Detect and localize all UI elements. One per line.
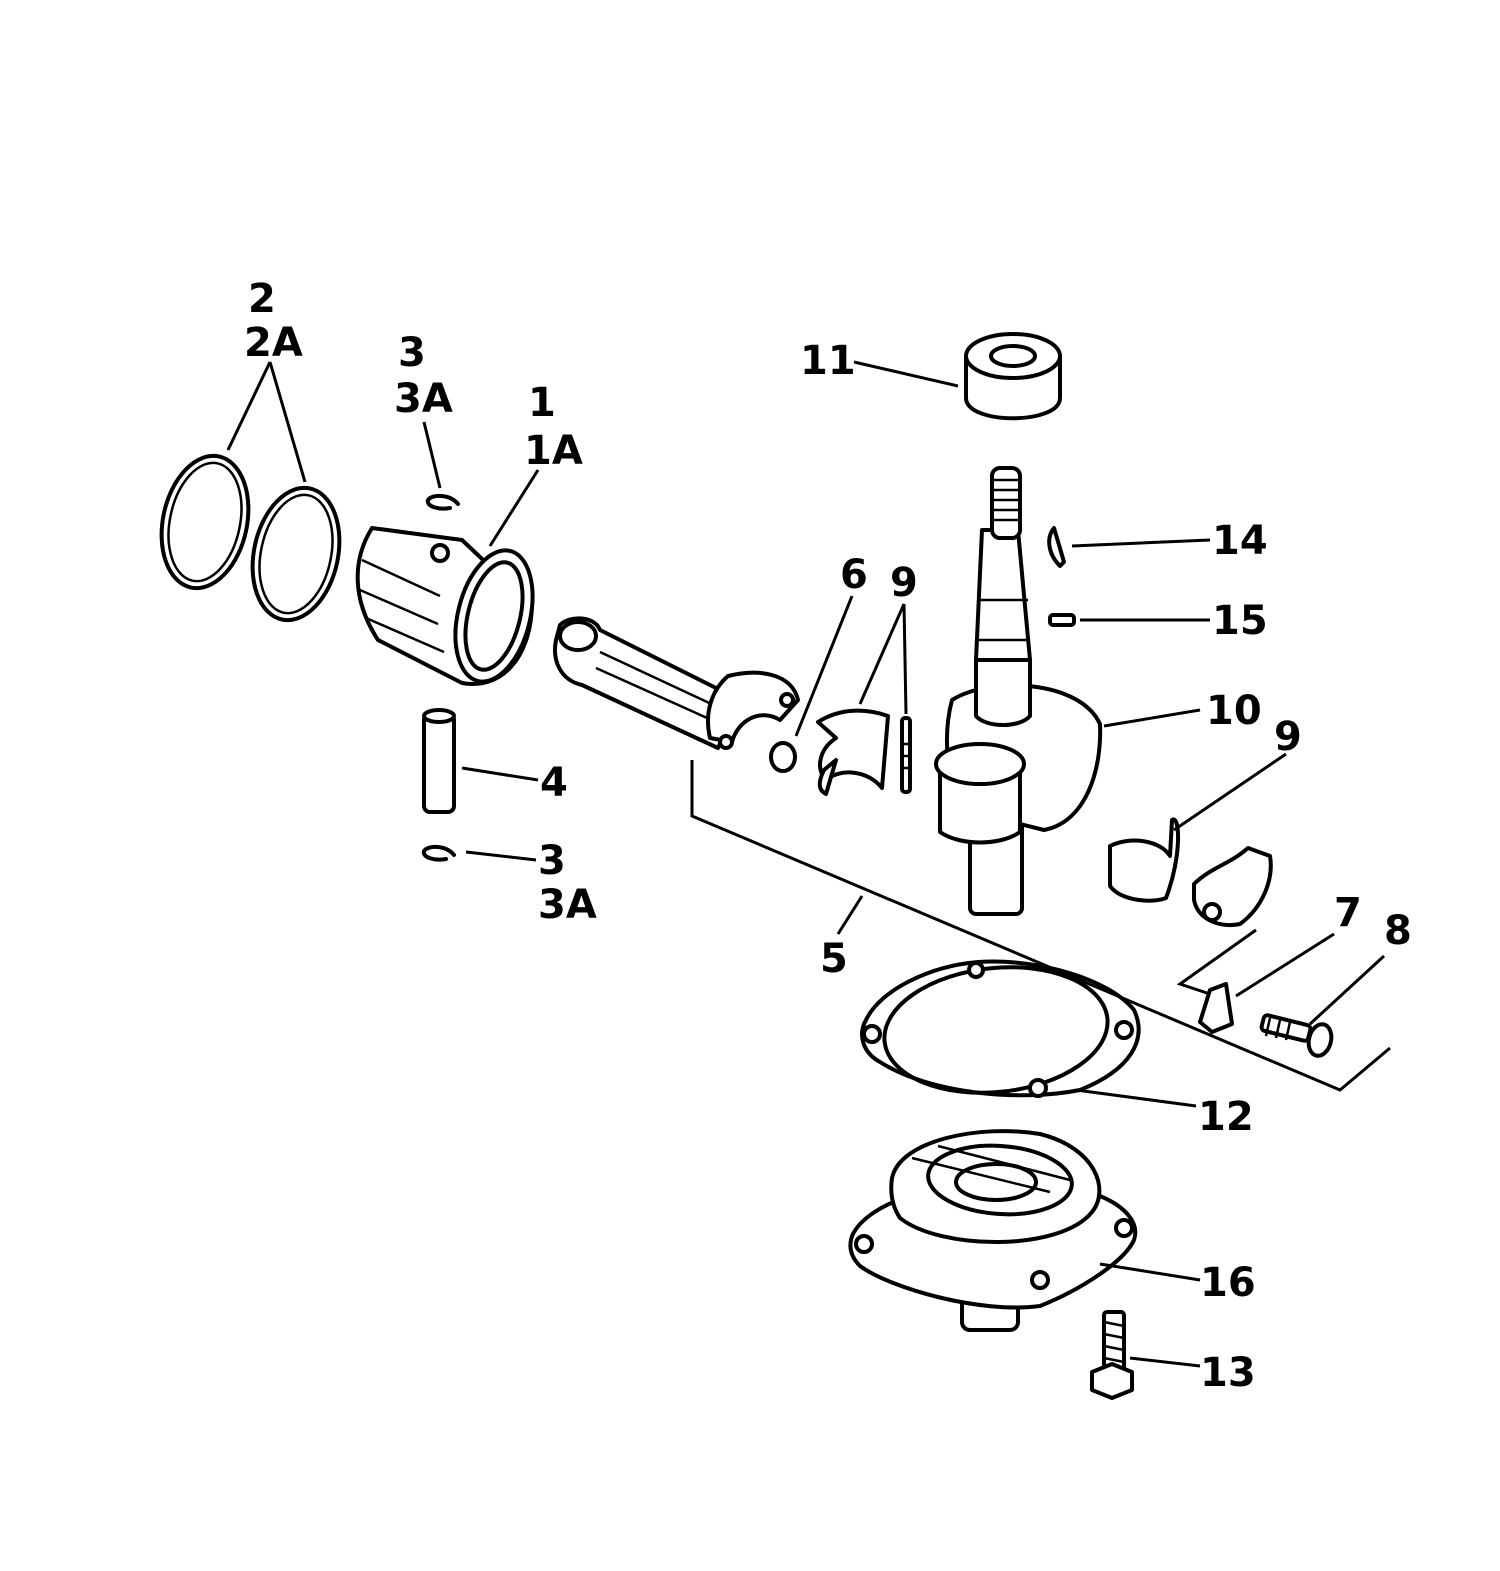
callout-10: 10	[1206, 688, 1262, 734]
callout-11: 11	[800, 338, 856, 384]
piston-pin-clip-bottom	[421, 844, 456, 862]
callout-2: 2	[248, 276, 276, 322]
piston-ring-2	[250, 485, 342, 623]
crankshaft	[934, 466, 1103, 916]
callout-9-upper: 9	[890, 560, 918, 606]
callout-9-lower: 9	[1274, 714, 1302, 760]
bearing-half-right	[1108, 817, 1180, 903]
roll-pin	[1048, 613, 1076, 627]
piston-ring-1	[159, 453, 251, 591]
callout-15: 15	[1212, 598, 1268, 644]
callout-3a-top: 3A	[394, 376, 453, 422]
leader-lines	[226, 360, 1386, 1368]
callout-8: 8	[1384, 908, 1412, 954]
dowel-pin	[900, 716, 912, 794]
upper-main-bearing	[964, 332, 1062, 421]
callout-5: 5	[820, 936, 848, 982]
callout-2a: 2A	[244, 320, 303, 366]
callout-6: 6	[840, 552, 868, 598]
gasket	[860, 959, 1141, 1098]
callout-12: 12	[1198, 1094, 1254, 1140]
piston-pin	[422, 708, 456, 814]
rod-bolt	[1259, 1013, 1334, 1058]
needle-bearing	[769, 741, 797, 773]
callout-13: 13	[1200, 1350, 1256, 1396]
connecting-rod	[553, 616, 800, 750]
callout-1a: 1A	[524, 428, 583, 474]
callout-3a-bottom: 3A	[538, 882, 597, 928]
callout-7: 7	[1334, 890, 1362, 936]
callout-4: 4	[540, 760, 568, 806]
bearing-half-upper	[816, 708, 890, 796]
housing-screw	[1090, 1310, 1134, 1400]
assembly-bracket-line-small	[1176, 928, 1257, 996]
assembly-bracket-line	[690, 760, 1391, 1092]
rod-cap	[1192, 846, 1273, 927]
piston-pin-clip-top	[425, 493, 460, 511]
callout-3-bottom: 3	[538, 838, 566, 884]
woodruff-key	[1047, 526, 1066, 568]
lower-bearing-housing	[848, 1129, 1138, 1332]
piston	[355, 526, 535, 686]
callout-16: 16	[1200, 1260, 1256, 1306]
lock-plate	[1198, 982, 1234, 1034]
callout-1: 1	[528, 380, 556, 426]
callout-3-top: 3	[398, 330, 426, 376]
callout-14: 14	[1212, 518, 1268, 564]
